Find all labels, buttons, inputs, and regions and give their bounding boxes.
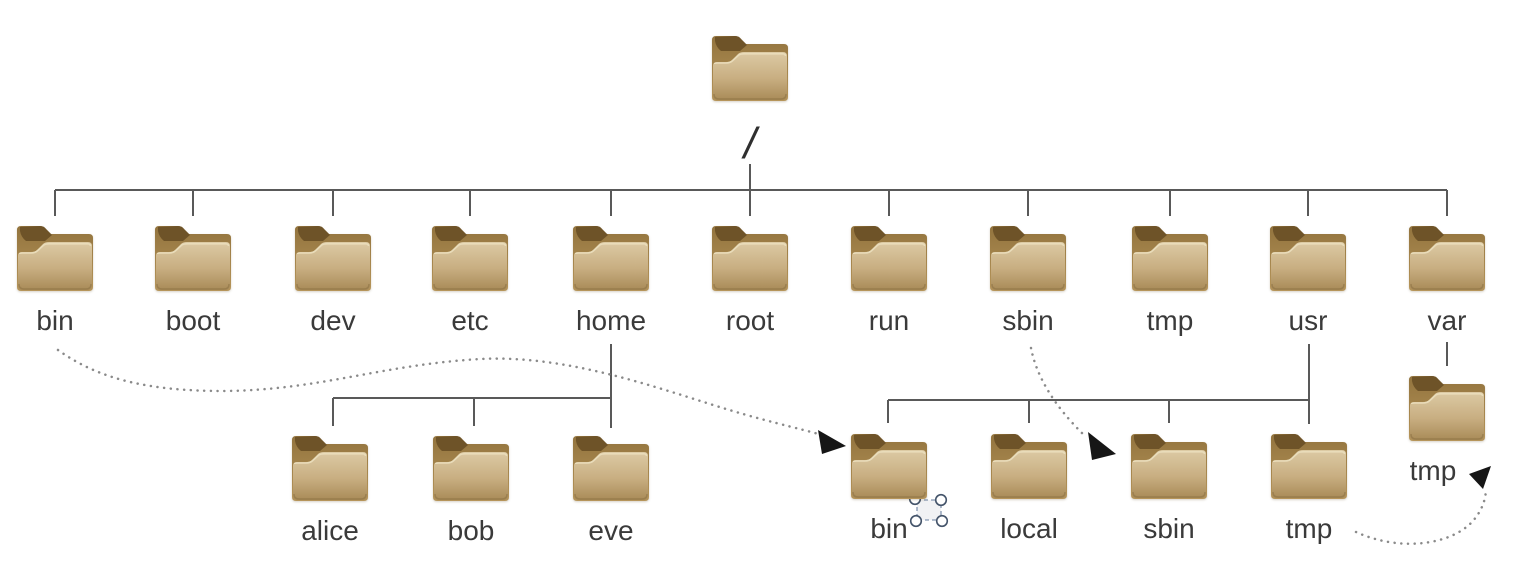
folder-icon (294, 225, 372, 292)
folder-label: dev (310, 305, 356, 336)
folder-icon (1270, 433, 1348, 500)
folder-label: bin (870, 513, 908, 544)
folder-node-run: run (847, 218, 931, 348)
arrowhead-usrbin-icon (818, 430, 846, 454)
folder-label: bin (36, 305, 74, 336)
folder-node-dev: dev (291, 218, 375, 348)
usr-subtree-connector (887, 344, 1310, 424)
folder-label: local (1000, 513, 1058, 544)
folder-icon (1408, 375, 1486, 442)
folder-label: run (868, 305, 910, 336)
folder-icon (1269, 225, 1347, 292)
folder-icon (572, 435, 650, 502)
folder-node-bin: bin (13, 218, 97, 348)
folder-icon (1131, 225, 1209, 292)
selection-handle-bottom-right[interactable] (935, 514, 949, 528)
selection-handle-top-right[interactable] (934, 493, 948, 507)
folder-icon (1130, 433, 1208, 500)
symlink-curve-bin-to-usrbin (56, 348, 824, 437)
folder-label: var (1427, 305, 1467, 336)
folder-node-etc: etc (428, 218, 512, 348)
folder-icon (572, 225, 650, 292)
selection-handle-bottom-left[interactable] (909, 514, 923, 528)
folder-label: sbin (1143, 513, 1195, 544)
folder-node-usr-sbin: sbin (1127, 426, 1211, 556)
folder-node-home: home (569, 218, 653, 348)
folder-node-usr-local: local (987, 426, 1071, 556)
folder-node-home-eve: eve (569, 428, 653, 558)
folder-label: etc (451, 305, 489, 336)
folder-node-usr-tmp: tmp (1267, 426, 1351, 556)
folder-node-usr: usr (1266, 218, 1350, 348)
folder-node-home-bob: bob (429, 428, 513, 558)
arrowhead-usrsbin-icon (1088, 432, 1116, 460)
folder-node-rootdir: root (708, 218, 792, 348)
folder-label: tmp (1285, 513, 1333, 544)
folder-node-boot: boot (151, 218, 235, 348)
folder-node-tmp: tmp (1128, 218, 1212, 348)
home-subtree-connector (332, 344, 612, 428)
folder-label: root (725, 305, 775, 336)
folder-icon (16, 225, 94, 292)
folder-node-usr-bin: bin (847, 426, 931, 556)
root-connector-line (54, 164, 1448, 216)
folder-icon (850, 433, 928, 500)
folder-icon (1408, 225, 1486, 292)
folder-icon (431, 225, 509, 292)
folder-node-home-alice: alice (288, 428, 372, 558)
folder-icon (711, 35, 789, 102)
folder-node-var-tmp: tmp (1405, 368, 1489, 498)
folder-label: tmp (1146, 305, 1194, 336)
symlink-curve-usrtmp-to-vartmp (1354, 486, 1488, 545)
folder-icon (432, 435, 510, 502)
folder-label: sbin (1002, 305, 1054, 336)
symlink-curve-sbin-to-usrsbin (1029, 346, 1087, 438)
folder-label: boot (165, 305, 221, 336)
folder-node-var: var (1405, 218, 1489, 348)
selection-rect[interactable] (916, 499, 942, 521)
folder-icon (850, 225, 928, 292)
arrowhead-vartmp-icon (1469, 466, 1491, 489)
folder-node-root-slash: / (708, 28, 792, 168)
folder-label: tmp (1409, 455, 1457, 486)
folder-label: bob (447, 515, 495, 546)
folder-icon (154, 225, 232, 292)
folder-label: home (575, 305, 647, 336)
folder-node-sbin: sbin (986, 218, 1070, 348)
folder-icon (291, 435, 369, 502)
folder-icon (711, 225, 789, 292)
folder-icon (990, 433, 1068, 500)
folder-label: / (743, 119, 757, 168)
folder-label: usr (1288, 305, 1328, 336)
folder-label: alice (301, 515, 359, 546)
folder-label: eve (588, 515, 634, 546)
folder-icon (989, 225, 1067, 292)
